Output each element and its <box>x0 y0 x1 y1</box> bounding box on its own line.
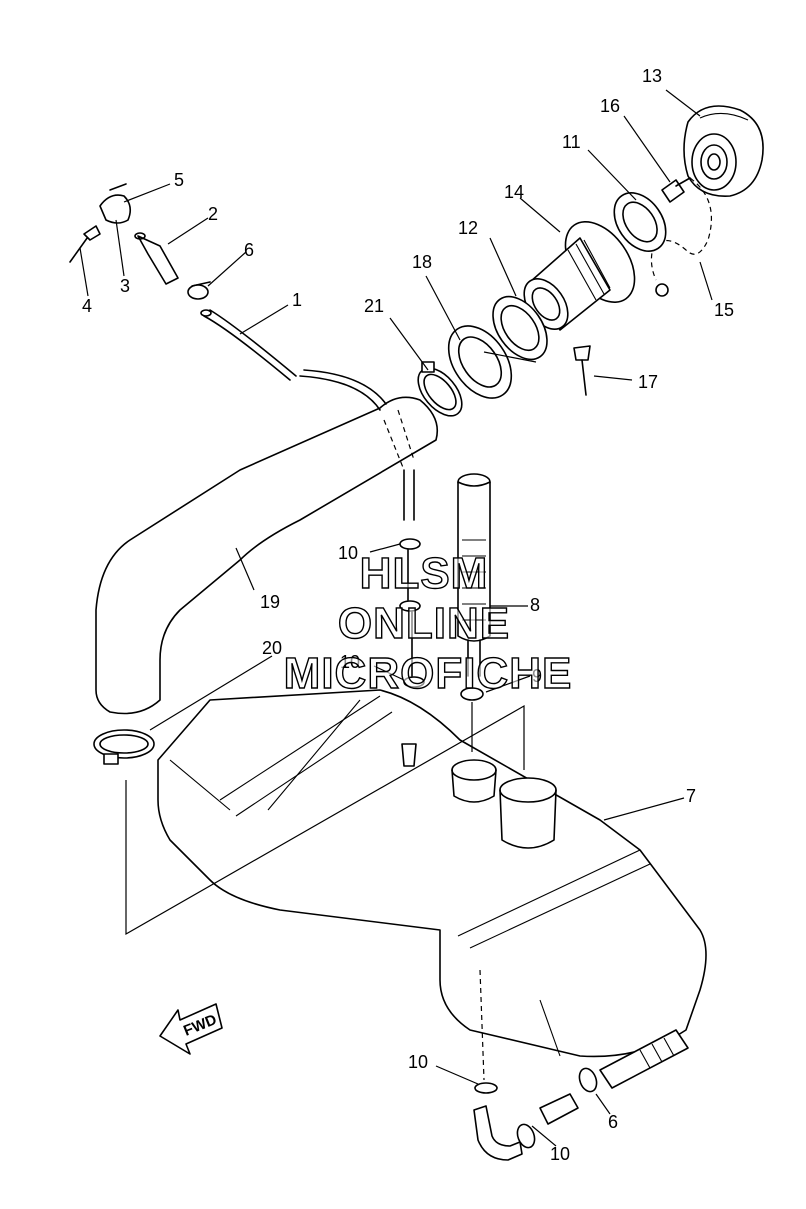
callout-20: 20 <box>262 638 282 658</box>
nut-part-18 <box>447 325 513 399</box>
callout-6-upper: 6 <box>244 240 254 260</box>
alignment-lines <box>125 702 525 936</box>
clamp-part-21 <box>417 361 463 417</box>
callout-3: 3 <box>120 276 130 296</box>
callout-5: 5 <box>174 170 184 190</box>
gasket-part-11 <box>613 192 667 252</box>
breather-hose-part-1 <box>200 309 415 521</box>
callout-16: 16 <box>600 96 620 116</box>
callout-1: 1 <box>292 290 302 310</box>
o-ring-part-9 <box>460 687 484 701</box>
watermark-line-1: HLSM <box>360 549 489 598</box>
clamp-part-20 <box>93 729 155 765</box>
callout-10-b: 10 <box>340 652 360 672</box>
rivet-part-17 <box>573 345 591 396</box>
callout-10-a: 10 <box>338 543 358 563</box>
filler-hose-part-19 <box>95 396 439 715</box>
leader-lines <box>79 89 713 1147</box>
callout-14: 14 <box>504 182 524 202</box>
callout-11: 11 <box>562 132 581 152</box>
valve-part-2 <box>134 232 179 285</box>
chain-part-15 <box>650 177 712 297</box>
callout-7: 7 <box>686 786 696 806</box>
fuel-tank-part-7 <box>157 689 707 1081</box>
screw-part-16 <box>661 177 691 203</box>
fuel-cap-part-13 <box>683 105 764 197</box>
callout-2: 2 <box>208 204 218 224</box>
callout-15: 15 <box>714 300 734 320</box>
rivet-part-4 <box>69 225 101 263</box>
watermark: HLSM ONLINE MICROFICHE <box>283 548 573 698</box>
callout-10-d: 10 <box>550 1144 570 1164</box>
callout-19: 19 <box>260 592 280 612</box>
callout-12: 12 <box>458 218 478 238</box>
watermark-line-3: MICROFICHE <box>284 649 573 698</box>
filler-neck-part-14 <box>523 220 636 331</box>
drain-hose-assembly <box>473 1029 689 1161</box>
callout-18: 18 <box>412 252 432 272</box>
callout-8: 8 <box>530 595 540 615</box>
callout-9: 9 <box>532 666 542 686</box>
callout-13: 13 <box>642 66 662 86</box>
callout-21: 21 <box>364 296 384 316</box>
callout-17: 17 <box>638 372 658 392</box>
fwd-arrow-icon: FWD <box>159 1003 223 1055</box>
bracket-part-5 <box>99 183 132 224</box>
watermark-line-2: ONLINE <box>338 599 510 648</box>
callout-4: 4 <box>82 296 92 316</box>
filter-part-8 <box>457 473 491 677</box>
callout-labels: 1 2 3 4 5 6 6 7 8 9 10 10 10 10 11 12 13… <box>82 66 734 1164</box>
gasket-part-12 <box>492 295 548 361</box>
callout-10-c: 10 <box>408 1052 428 1072</box>
callout-6-lower: 6 <box>608 1112 618 1132</box>
clamp-part-10-upper <box>399 538 425 688</box>
clip-part-6-upper <box>187 281 211 300</box>
